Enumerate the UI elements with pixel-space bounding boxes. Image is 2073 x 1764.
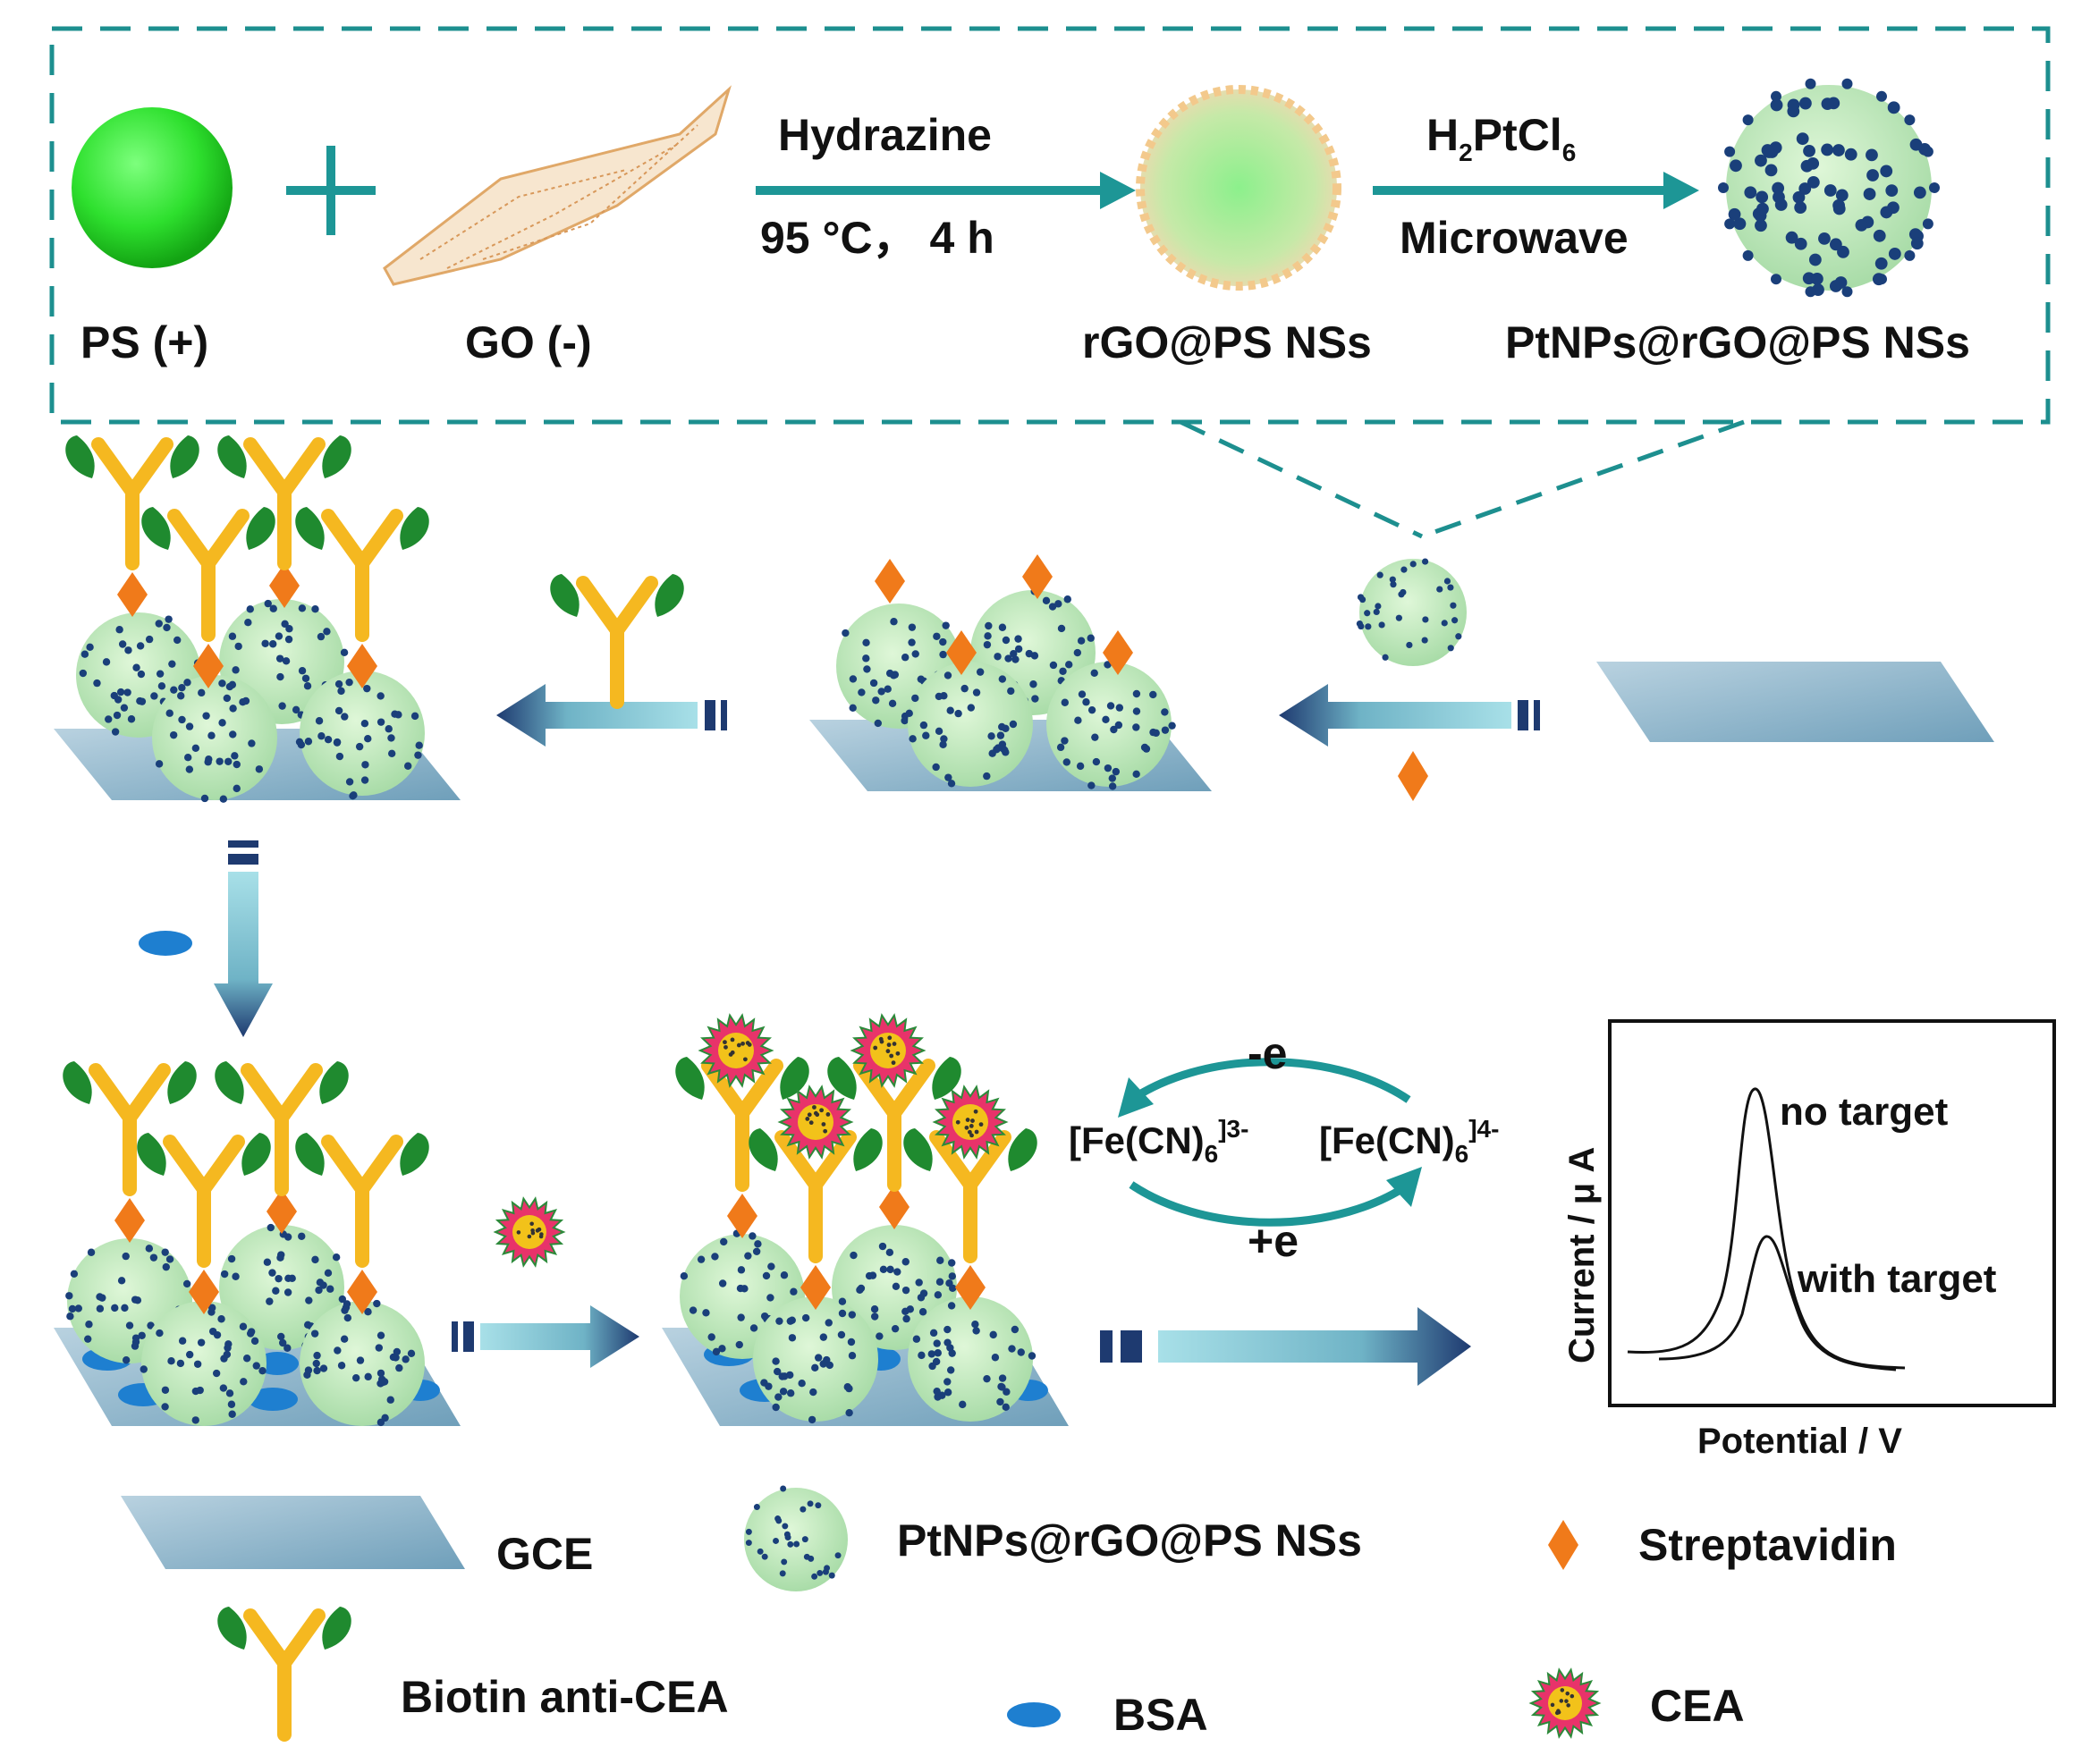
antibody [217, 435, 351, 570]
antibody [295, 1133, 429, 1268]
ptnps-sphere [219, 1223, 347, 1352]
go-label: GO (-) [465, 317, 592, 367]
arrow-step2 [496, 684, 727, 747]
curve-no-target [1627, 1087, 1906, 1370]
antibody [827, 1057, 961, 1192]
ptnps-sphere [1046, 661, 1176, 790]
curve2-label: with target [1797, 1257, 1997, 1301]
legend-nanosphere-label: PtNPs@rGO@PS NSs [897, 1515, 1362, 1566]
legend-bsa-label: BSA [1113, 1690, 1208, 1740]
streptavidin-layer-3 [114, 1189, 377, 1314]
ferricyanide-label: [Fe(CN)6]3- [1069, 1115, 1248, 1168]
antibody [65, 435, 199, 570]
ps-label: PS (+) [80, 317, 208, 367]
antibody [675, 1057, 809, 1192]
arrow-step5 [1100, 1307, 1471, 1386]
legend-gce-icon [121, 1496, 465, 1569]
cea-reagent [493, 1196, 566, 1268]
go-sheet [383, 85, 732, 286]
ptnps-sphere [753, 1296, 878, 1424]
electrode-bare [1596, 662, 1994, 742]
legend-antibody-icon [217, 1607, 351, 1742]
streptavidin-layer-4 [727, 1185, 986, 1310]
antibody [141, 507, 275, 642]
plus-icon [286, 146, 376, 235]
antibody [903, 1128, 1037, 1263]
cea-molecule [777, 1085, 854, 1160]
cea-molecule [698, 1013, 774, 1088]
antibody [749, 1128, 883, 1263]
arrow-step1 [1279, 684, 1540, 747]
plot-ylabel: Current / μ A [1562, 1147, 1602, 1363]
dpv-plot: no target with target Current / μ A Pote… [1562, 1019, 2056, 1461]
ptnps-sphere [908, 1296, 1036, 1422]
legend-streptavidin-icon [1548, 1520, 1578, 1570]
streptavidin-layer-2 [117, 563, 377, 688]
plot-frame [1608, 1019, 2056, 1407]
ferrocyanide-label: [Fe(CN)6]4- [1319, 1115, 1499, 1168]
ptnps-sphere [905, 662, 1033, 788]
callout-lines [1179, 419, 1745, 539]
redox-cycle [1129, 1058, 1411, 1227]
ps-sphere [72, 107, 233, 268]
legend-nanosphere-icon [744, 1485, 848, 1591]
synthesis-box [49, 26, 2051, 425]
plot-xlabel: Potential / V [1697, 1422, 1902, 1461]
step1-condition: 95 °C， 4 h [760, 213, 994, 263]
legend-cea-label: CEA [1650, 1681, 1745, 1731]
streptavidin-reagent [1398, 751, 1428, 801]
step1-reagent: Hydrazine [778, 110, 992, 160]
ptnps-sphere [152, 675, 277, 803]
bsa-reagent [139, 931, 192, 956]
antibody-reagent [550, 574, 684, 709]
legend-gce-label: GCE [496, 1529, 593, 1579]
antibody [137, 1133, 271, 1268]
legend-cea-icon [1528, 1667, 1602, 1739]
ptnps-sphere [140, 1301, 267, 1426]
curve1-label: no target [1780, 1090, 1949, 1134]
antibody [295, 507, 429, 642]
streptavidin-layer-1 [875, 554, 1133, 675]
arrow-step3 [214, 840, 273, 1037]
legend-antibody-label: Biotin anti-CEA [401, 1672, 729, 1722]
arrow-step4 [452, 1305, 639, 1368]
curve-with-target [1658, 1235, 1897, 1372]
legend-streptavidin-label: Streptavidin [1638, 1520, 1897, 1570]
legend-bsa-icon [1007, 1702, 1061, 1727]
ptnps-sphere-small [1356, 558, 1467, 666]
antibody [63, 1061, 197, 1196]
ptnps-sphere [295, 668, 425, 800]
cea-molecule [932, 1085, 1009, 1160]
oxidation-label: -e [1248, 1028, 1287, 1078]
product-label: PtNPs@rGO@PS NSs [1505, 317, 1970, 367]
rgo-ps-sphere [1136, 85, 1341, 291]
rgo-label: rGO@PS NSs [1082, 317, 1372, 367]
ptnps-sphere-large [1718, 78, 1940, 298]
ptnps-sphere [300, 1299, 425, 1427]
antibody [215, 1061, 349, 1196]
reduction-label: +e [1248, 1216, 1299, 1266]
step2-condition: Microwave [1400, 213, 1629, 263]
cea-molecule [850, 1013, 927, 1088]
step2-reagent: H2PtCl6 [1426, 110, 1576, 166]
